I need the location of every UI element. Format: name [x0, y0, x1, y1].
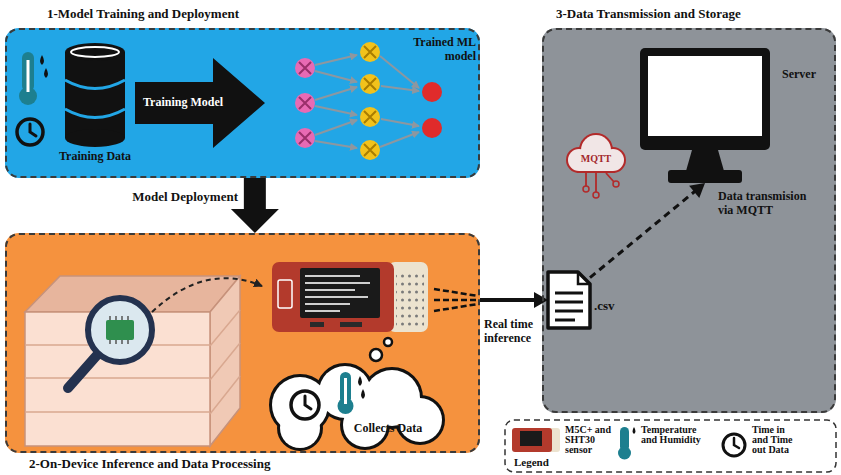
thermometer-icon [19, 52, 48, 105]
edge-label: Model Deployment [112, 190, 238, 205]
csv-document [548, 272, 590, 328]
legend-frame [505, 420, 836, 472]
wooden-crate [25, 276, 240, 446]
connector [480, 292, 548, 308]
server-monitor: Server [640, 48, 770, 183]
legend-text: Temperature and Humidity [641, 425, 711, 445]
magnifier-icon [68, 278, 262, 388]
neural-network [295, 42, 442, 160]
connector [590, 183, 705, 278]
arrow-head [534, 292, 548, 308]
model-caption: Trained ML model [408, 36, 476, 64]
arrow-shaft [244, 178, 266, 211]
legend-text: Time in and Time out Data [752, 425, 802, 455]
panel-heading: 3-Data Transmission and Storage [556, 7, 741, 22]
legend-text: M5C+ and SHT30 sensor [565, 425, 611, 455]
icon-caption: Collects Data [348, 422, 428, 436]
csv-file: .csv [548, 272, 590, 328]
stage-panel: 3-Data Transmission and StorageServer.cs… [542, 28, 836, 413]
file-label: .csv [594, 299, 615, 314]
icon-caption: Training Data [52, 150, 138, 164]
panel-heading: 1-Model Training and Deployment [47, 7, 239, 22]
mqtt-cloud [568, 135, 624, 198]
arrow-caption: Training Model [137, 96, 229, 110]
legend-title: Legend [514, 456, 564, 469]
connector [231, 178, 279, 233]
panel-heading: 2-On-Device Inference and Data Processin… [29, 457, 270, 472]
arrow-shaft [480, 298, 535, 302]
arrow-shaft [590, 191, 695, 278]
speed-lines [434, 289, 478, 311]
edge-label: Data transmision via MQTT [718, 190, 822, 218]
sensor-device [272, 262, 428, 332]
stage-panel: 2-On-Device Inference and Data Processin… [5, 233, 480, 453]
server-label: Server [782, 68, 816, 82]
edge-label: Real time inference [484, 318, 541, 346]
database-icon [65, 43, 125, 147]
icon-caption: MQTT [574, 153, 618, 165]
clock-icon [17, 119, 43, 145]
training-arrow [135, 58, 265, 148]
arrow-head [231, 209, 279, 233]
arrow-head [689, 183, 705, 198]
monitor-icon [640, 48, 770, 183]
panel-fill [5, 28, 836, 453]
thought-cloud [272, 338, 442, 448]
